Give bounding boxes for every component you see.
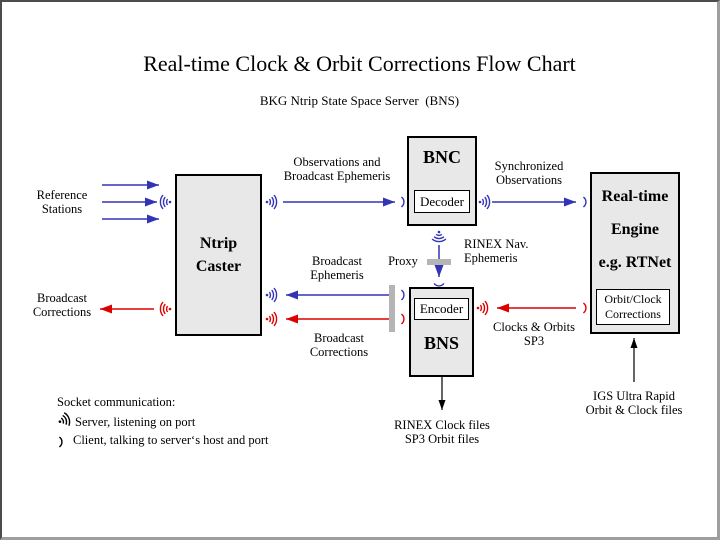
realtime-engine-box: Real-time Engine e.g. RTNet Orbit/Clock … — [590, 172, 680, 334]
orbit-clock-corrections-box: Orbit/Clock Corrections — [596, 289, 670, 325]
server-socket-icon — [431, 229, 447, 243]
rinex-nav-ephemeris-label: RINEX Nav. Ephemeris — [464, 237, 548, 265]
server-socket-icon — [265, 194, 278, 210]
client-socket-icon — [582, 302, 587, 314]
clocks-orbits-label: Clocks & Orbits SP3 — [484, 320, 584, 348]
label-line: RINEX Clock files — [394, 418, 490, 432]
engine-label-line3: e.g. RTNet — [598, 254, 672, 271]
broadcast-corrections-mid-label: Broadcast Corrections — [296, 331, 382, 359]
observations-label: Observations and Broadcast Ephemeris — [268, 155, 406, 183]
proxy-bar-horizontal — [427, 259, 451, 265]
engine-label-line2: Engine — [610, 221, 659, 238]
bns-box: Encoder BNS — [409, 287, 474, 377]
label-line: Corrections — [309, 345, 369, 359]
client-socket-icon — [400, 313, 405, 325]
client-socket-icon — [400, 289, 405, 301]
label-line: Reference — [36, 188, 88, 202]
label-line: Clocks & Orbits — [493, 320, 575, 334]
orbit-clock-line1: Orbit/Clock — [604, 292, 662, 306]
orbit-clock-line2: Corrections — [604, 307, 661, 321]
label-line: Observations — [496, 173, 562, 187]
legend-server-socket-icon — [55, 411, 73, 430]
label-line: Broadcast — [314, 331, 364, 345]
label-line: Ephemeris — [464, 251, 518, 265]
broadcast-ephemeris-label: Broadcast Ephemeris — [294, 254, 380, 282]
label-line: SP3 Orbit files — [404, 432, 480, 446]
ntrip-caster-label-line2: Caster — [195, 258, 242, 275]
client-socket-icon — [433, 282, 445, 287]
client-socket-icon — [400, 196, 405, 208]
server-socket-icon — [159, 194, 173, 210]
bnc-label: BNC — [422, 147, 461, 167]
synchronized-observations-label: Synchronized Observations — [479, 159, 579, 187]
server-socket-icon — [476, 300, 489, 316]
bns-label: BNS — [423, 333, 459, 353]
encoder-label: Encoder — [419, 301, 464, 316]
igs-files-label: IGS Ultra Rapid Orbit & Clock files — [572, 389, 696, 417]
ntrip-caster-label-line1: Ntrip — [199, 235, 238, 252]
server-socket-icon — [265, 287, 278, 303]
reference-stations-label: Reference Stations — [18, 188, 106, 216]
label-line: Broadcast — [312, 254, 362, 268]
rinex-clock-files-label: RINEX Clock files SP3 Orbit files — [376, 418, 508, 446]
proxy-label: Proxy — [388, 254, 418, 268]
label-line: Stations — [41, 202, 83, 216]
label-line: Corrections — [32, 305, 92, 319]
proxy-bar-vertical — [389, 285, 395, 332]
orbit-clock-corrections-label: Orbit/Clock Corrections — [604, 292, 661, 322]
label-line: Ephemeris — [310, 268, 364, 282]
legend-client-socket-icon — [58, 436, 63, 448]
label-line: IGS Ultra Rapid — [593, 389, 675, 403]
server-socket-icon — [159, 301, 173, 317]
label-line: Broadcast — [37, 291, 87, 305]
broadcast-corrections-left-label: Broadcast Corrections — [16, 291, 108, 319]
encoder-box: Encoder — [414, 298, 469, 320]
legend-client-text: Client, talking to server‘s host and por… — [73, 433, 269, 447]
reference-stations-arrows — [102, 180, 159, 224]
label-line: Synchronized — [494, 159, 564, 173]
ntrip-caster-box: Ntrip Caster — [175, 174, 262, 336]
server-socket-icon — [265, 311, 278, 327]
legend-title: Socket communication: — [57, 395, 176, 409]
page-title: Real-time Clock & Orbit Corrections Flow… — [143, 51, 576, 76]
label-line: Observations and — [293, 155, 381, 169]
label-line: SP3 — [523, 334, 545, 348]
engine-label-line1: Real-time — [601, 188, 669, 205]
legend-server-text: Server, listening on port — [75, 415, 196, 429]
label-line: Broadcast Ephemeris — [283, 169, 391, 183]
page-subtitle: BKG Ntrip State Space Server (BNS) — [259, 93, 460, 108]
decoder-box: Decoder — [414, 190, 470, 213]
label-line: Orbit & Clock files — [585, 403, 683, 417]
label-line: RINEX Nav. — [464, 237, 529, 251]
decoder-label: Decoder — [419, 193, 465, 209]
bnc-box: BNC Decoder — [407, 136, 477, 226]
server-socket-icon — [478, 194, 491, 210]
client-socket-icon — [582, 196, 587, 208]
